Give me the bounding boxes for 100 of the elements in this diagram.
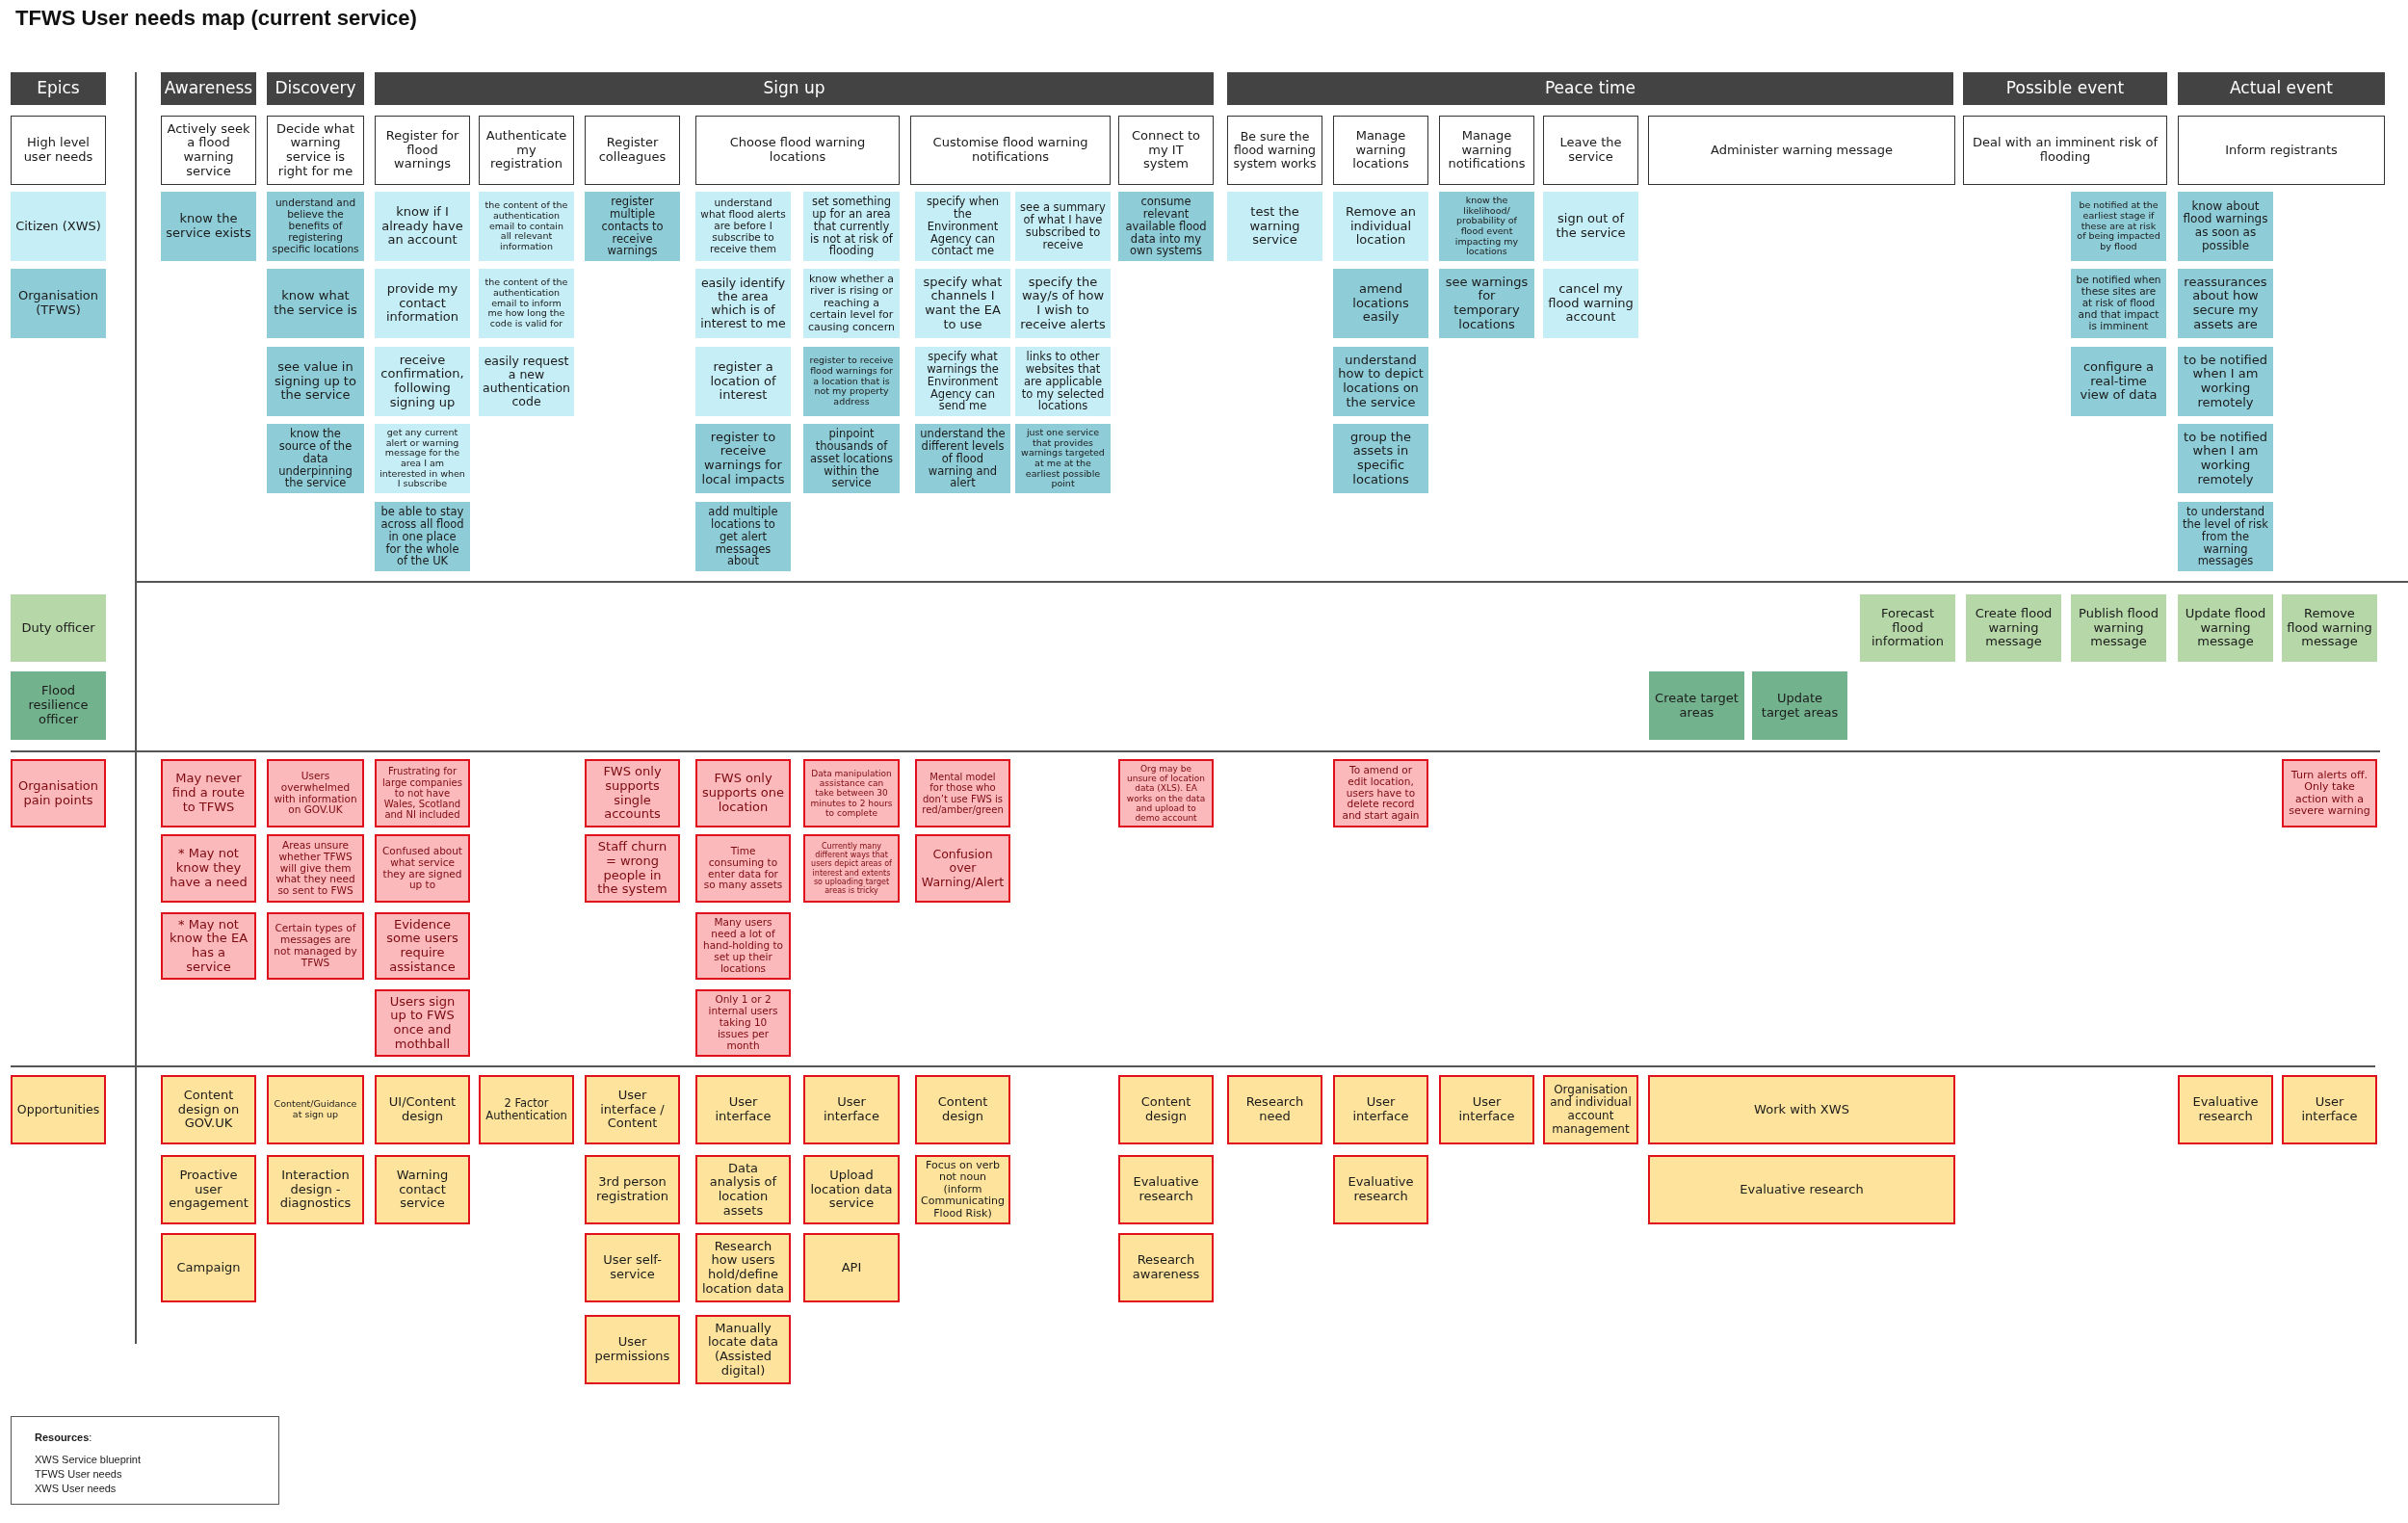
sticky-note: specify when the Environment Agency can contact me [915, 192, 1010, 261]
sticky-note: understand how to depict locations on the service [1333, 347, 1428, 416]
page-title: TFWS User needs map (current service) [15, 6, 417, 31]
sticky-note: reassurances about how secure my assets are [2178, 269, 2273, 338]
sticky-note: know about flood warnings as soon as possible [2178, 192, 2273, 261]
sticky-note: group the assets in specific locations [1333, 424, 1428, 493]
opportunity-note: User interface [803, 1075, 900, 1144]
pain-point-note: Currently many different ways that users depict areas of interest and extents so uploading target areas is tricky [803, 834, 900, 903]
epic-header: Sign up [375, 72, 1214, 105]
pain-point-note: Frustrating for large companies to not have Wales, Scotland and NI included [375, 759, 470, 827]
pain-point-note: Certain types of messages are not managed by TFWS [267, 912, 364, 980]
pain-point-note: Time consuming to enter data for so many assets [695, 834, 791, 903]
sticky-note: know the source of the data underpinning the service [267, 424, 364, 493]
sticky-note: to understand the level of risk from the warning messages [2178, 502, 2273, 571]
sticky-note: know the likelihood/ probability of flood event impacting my locations [1439, 192, 1534, 261]
activity-box: Leave the service [1543, 116, 1638, 185]
pain-point-note: Staff churn = wrong people in the system [585, 834, 680, 903]
resource-item: XWS Service blueprint [35, 1452, 142, 1467]
task-note: Create flood warning message [1966, 594, 2061, 662]
opportunity-note: User self-service [585, 1233, 680, 1302]
sticky-note: easily identify the area which is of interest to me [695, 269, 791, 338]
sticky-note: amend locations easily [1333, 269, 1428, 338]
resource-item: XWS User needs [35, 1481, 117, 1496]
task-note: Update target areas [1752, 671, 1847, 740]
opportunity-note: Content design on GOV.UK [161, 1075, 256, 1144]
opportunity-note: 3rd person registration [585, 1155, 680, 1224]
opportunity-note: User permissions [585, 1315, 680, 1384]
sticky-note: register multiple contacts to receive warnings [585, 192, 680, 261]
opportunity-note: Content design [915, 1075, 1010, 1144]
sticky-note: Remove an individual location [1333, 192, 1428, 261]
sticky-note: register to receive warnings for local impacts [695, 424, 791, 493]
sticky-note: easily request a new authentication code [479, 347, 574, 416]
sticky-note: to be notified when I am working remotely [2178, 347, 2273, 416]
sticky-note: sign out of the service [1543, 192, 1638, 261]
opportunity-note: Upload location data service [803, 1155, 900, 1224]
activity-box: Connect to my IT system [1118, 116, 1214, 185]
pain-point-note: Users sign up to FWS once and mothball [375, 989, 470, 1057]
epic-header: Awareness [161, 72, 256, 105]
sticky-note: provide my contact information [375, 269, 470, 338]
sticky-note: specify the way/s of how I wish to receive alerts [1015, 269, 1111, 338]
pain-point-note: Confusion over Warning/Alert [915, 834, 1010, 903]
pain-point-note: Areas unsure whether TFWS will give them what they need so sent to FWS [267, 834, 364, 903]
sticky-note: just one service that provides warnings targeted at me at the earliest possible point [1015, 424, 1111, 493]
pain-point-note: Users overwhelmed with information on GOV.UK [267, 759, 364, 827]
opportunity-note: Evaluative research [2178, 1075, 2273, 1144]
sticky-note: the content of the authentication email to inform me how long the code is valid for [479, 269, 574, 338]
sticky-note: register to receive flood warnings for a location that is not my property address [803, 347, 900, 416]
sticky-note: test the warning service [1227, 192, 1322, 261]
activity-box: Administer warning message [1648, 116, 1955, 185]
opportunity-note: Evaluative research [1648, 1155, 1955, 1224]
resources-panel [11, 1416, 279, 1505]
opportunity-note: User interface [2282, 1075, 2377, 1144]
pain-point-note: FWS only supports single accounts [585, 759, 680, 827]
pain-point-note: FWS only supports one location [695, 759, 791, 827]
sticky-note: know the service exists [161, 192, 256, 261]
sticky-note: be notified when these sites are at risk of flood and that impact is imminent [2071, 269, 2166, 338]
opportunity-note: Focus on verb not noun (inform Communicating Flood Risk) [915, 1155, 1010, 1224]
sticky-note: Organisation (TFWS) [11, 269, 106, 338]
opportunity-note: UI/Content design [375, 1075, 470, 1144]
opportunity-note: User interface [695, 1075, 791, 1144]
sticky-note: see warnings for temporary locations [1439, 269, 1534, 338]
task-note: Create target areas [1649, 671, 1744, 740]
pain-point-note: Only 1 or 2 internal users taking 10 issues per month [695, 989, 791, 1057]
panel-heading: Resources: [35, 1431, 92, 1445]
pain-point-note: Confused about what service they are signed up to [375, 834, 470, 903]
activity-box: Register colleagues [585, 116, 680, 185]
sticky-note: know what the service is [267, 269, 364, 338]
sticky-note: pinpoint thousands of asset locations within the service [803, 424, 900, 493]
sticky-note: get any current alert or warning message for the area I am interested in when I subscribe [375, 424, 470, 493]
sticky-note: the content of the authentication email to contain all relevant information [479, 192, 574, 261]
pain-point-note: Turn alerts off. Only take action with a severe warning [2282, 759, 2377, 827]
opportunity-note: Opportunities [11, 1075, 106, 1144]
task-note: Duty officer [11, 594, 106, 662]
opportunity-note: Warning contact service [375, 1155, 470, 1224]
sticky-note: configure a real-time view of data [2071, 347, 2166, 416]
task-note: Update flood warning message [2178, 594, 2273, 662]
opportunity-note: Research awareness [1118, 1233, 1214, 1302]
epic-header: Actual event [2178, 72, 2385, 105]
sticky-note: be able to stay across all flood in one place for the whole of the UK [375, 502, 470, 571]
activity-box: Actively seek a flood warning service [161, 116, 256, 185]
epic-header: Epics [11, 72, 106, 105]
opportunity-note: User interface / Content [585, 1075, 680, 1144]
opportunity-note: Proactive user engagement [161, 1155, 256, 1224]
pain-point-note: Org may be unsure of location data (XLS). EA works on the data and upload to demo account [1118, 759, 1214, 827]
pain-point-note: * May not know they have a need [161, 834, 256, 903]
activity-box: Deal with an imminent risk of flooding [1963, 116, 2167, 185]
activity-box: Manage warning locations [1333, 116, 1428, 185]
sticky-note: understand what flood alerts are before I subscribe to receive them [695, 192, 791, 261]
pain-point-note: Evidence some users require assistance [375, 912, 470, 980]
opportunity-note: User interface [1439, 1075, 1534, 1144]
sticky-note: register a location of interest [695, 347, 791, 416]
opportunity-note: Interaction design - diagnostics [267, 1155, 364, 1224]
opportunity-note: Content/Guidance at sign up [267, 1075, 364, 1144]
activity-box: Register for flood warnings [375, 116, 470, 185]
pain-point-note: May never find a route to TFWS [161, 759, 256, 827]
task-note: Remove flood warning message [2282, 594, 2377, 662]
pain-point-note: Organisation pain points [11, 759, 106, 827]
task-note: Forecast flood information [1860, 594, 1955, 662]
opportunity-note: Manually locate data (Assisted digital) [695, 1315, 791, 1384]
sticky-note: see value in signing up to the service [267, 347, 364, 416]
